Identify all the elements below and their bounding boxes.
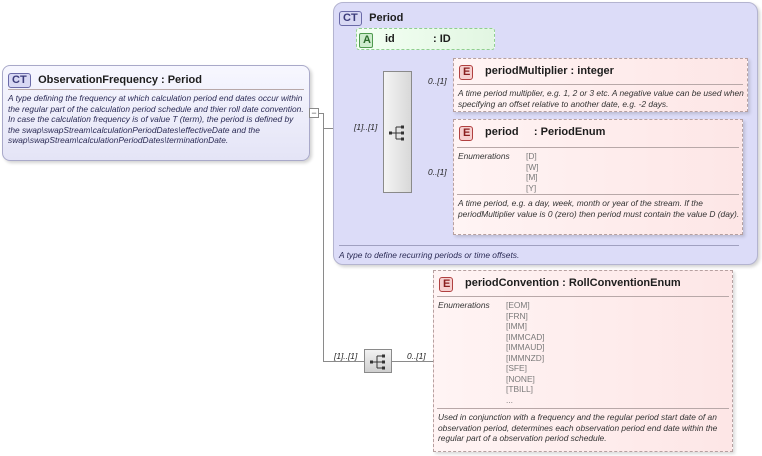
observation-frequency-type: CT ObservationFrequency : Period A type … (2, 65, 310, 161)
enum-value: [EOM] (506, 300, 530, 310)
collapse-toggle[interactable]: − (309, 108, 319, 118)
element-icon: E (459, 65, 473, 80)
period-convention-enum-label: Enumerations (438, 300, 490, 310)
sequence-icon (370, 354, 385, 370)
enum-value: [NONE] (506, 373, 535, 384)
period-convention-divider-bottom (437, 408, 729, 409)
period-multiplier-multiplicity: 0..[1] (428, 76, 447, 86)
period-element: E period : PeriodEnum Enumerations [D] [… (453, 119, 743, 235)
period-multiplier-title: periodMultiplier : integer (485, 65, 614, 77)
period-type-header: CT Period (339, 8, 403, 26)
enum-value: [M] (526, 172, 538, 182)
sequence-icon (389, 125, 404, 141)
attribute-type: : ID (433, 33, 451, 45)
connector-trunk (323, 113, 324, 361)
enum-value: [D] (526, 151, 537, 161)
enum-value: [IMMAUD] (506, 342, 545, 352)
enum-value: [IMMNZD] (506, 352, 545, 363)
period-convention-element: E periodConvention : RollConventionEnum … (433, 270, 733, 452)
period-sequence-multiplicity: [1]..[1] (354, 122, 378, 132)
period-description: A time period, e.g. a day, week, month o… (458, 198, 740, 219)
period-type-divider (339, 245, 739, 246)
enum-value: ... (506, 394, 513, 405)
attribute-id: A id : ID (356, 28, 495, 50)
period-convention-divider-top (437, 296, 729, 297)
period-convention-description: Used in conjunction with a frequency and… (438, 412, 718, 443)
enum-value: [FRN] (506, 310, 528, 321)
complex-type-icon: CT (8, 73, 31, 88)
enum-value: [TBILL] (506, 384, 533, 394)
type-description: A type defining the frequency at which c… (8, 93, 304, 145)
connector-to-convention (392, 361, 433, 362)
period-multiplier-description: A time period multiplier, e.g. 1, 2 or 3… (458, 88, 744, 109)
convention-multiplicity: 0..[1] (407, 351, 426, 361)
period-title: period : PeriodEnum (485, 126, 606, 138)
period-multiplicity: 0..[1] (428, 167, 447, 177)
period-type-title: Period (369, 12, 404, 24)
element-icon: E (439, 277, 453, 292)
period-sequence-compositor[interactable] (383, 71, 412, 193)
period-enum-list: [D] [W] [M] [Y] (526, 151, 539, 193)
attribute-icon: A (359, 33, 373, 48)
period-divider-top (457, 147, 739, 148)
attribute-name: id (385, 33, 395, 45)
complex-type-icon: CT (339, 11, 362, 26)
element-icon: E (459, 126, 473, 141)
period-type-description: A type to define recurring periods or ti… (339, 250, 520, 260)
enum-value: [IMMCAD] (506, 331, 545, 342)
enum-value: [W] (526, 161, 539, 172)
period-divider-bottom (457, 194, 739, 195)
period-enum-label: Enumerations (458, 151, 510, 161)
type-divider (8, 89, 304, 90)
enum-value: [SFE] (506, 363, 527, 373)
period-multiplier-divider (457, 84, 743, 85)
period-convention-title: periodConvention : RollConventionEnum (465, 277, 681, 289)
convention-sequence-multiplicity: [1]..[1] (334, 351, 358, 361)
period-multiplier-element: E periodMultiplier : integer A time peri… (453, 58, 748, 112)
connector-to-convention-seq (323, 361, 364, 362)
enum-value: [Y] (526, 182, 537, 193)
enum-value: [IMM] (506, 321, 527, 331)
convention-sequence-compositor[interactable] (364, 349, 392, 373)
type-header: CT ObservationFrequency : Period (8, 70, 202, 88)
type-title: ObservationFrequency : Period (38, 74, 202, 86)
period-convention-enum-list: [EOM] [FRN] [IMM] [IMMCAD] [IMMAUD] [IMM… (506, 300, 545, 405)
